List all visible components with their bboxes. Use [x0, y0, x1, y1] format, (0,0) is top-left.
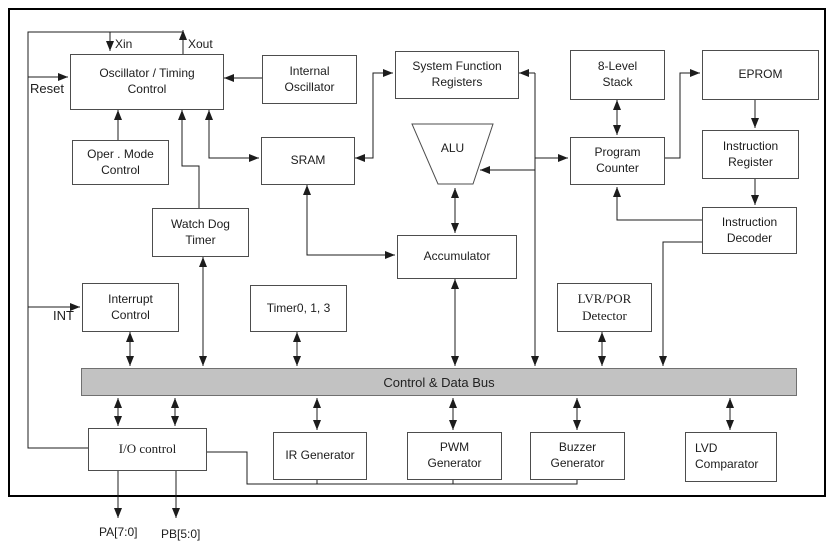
block-oscillator-timing-control: Oscillator / Timing Control — [70, 54, 224, 110]
wires — [27, 30, 759, 518]
block-pwm-generator: PWM Generator — [407, 432, 502, 480]
block-label: Program Counter — [594, 145, 641, 175]
block-eprom: EPROM — [702, 50, 819, 100]
block-lvd-comparator: LVD Comparator — [685, 432, 777, 482]
block-system-function-registers: System Function Registers — [395, 51, 519, 99]
diagram-border — [8, 8, 826, 497]
block-label: Internal Oscillator — [284, 63, 335, 94]
block-sram: SRAM — [261, 137, 355, 185]
wire-osc-sram — [205, 110, 259, 162]
pa-port-label: PA[7:0] — [99, 525, 138, 539]
block-instruction-decoder: Instruction Decoder — [702, 207, 797, 254]
block-label: System Function Registers — [412, 59, 502, 89]
block-lvr-por-detector: LVR/POR Detector — [557, 283, 652, 332]
wire-idec-pc — [613, 187, 702, 221]
block-alu: ALU — [412, 141, 493, 155]
int-pin-label: INT — [53, 308, 74, 323]
block-label: EPROM — [738, 67, 783, 82]
control-data-bus: Control & Data Bus — [81, 368, 797, 396]
block-label: LVR/POR Detector — [577, 290, 632, 323]
block-ir-generator: IR Generator — [273, 432, 367, 480]
block-instruction-register: Instruction Register — [702, 130, 799, 179]
block-timer: Timer0, 1, 3 — [250, 285, 347, 332]
block-label: Timer0, 1, 3 — [266, 300, 331, 315]
block-label: Interrupt Control — [108, 291, 153, 322]
xout-pin-label: Xout — [188, 37, 213, 51]
block-label: Watch Dog Timer — [171, 216, 230, 247]
bus-label: Control & Data Bus — [383, 374, 495, 390]
block-label: Buzzer Generator — [550, 440, 605, 470]
wire-sram-acc — [303, 185, 395, 259]
block-label: SRAM — [290, 153, 326, 168]
reset-pin-label: Reset — [30, 81, 64, 96]
wire-pc-eprom — [663, 69, 700, 159]
block-label: IR Generator — [285, 448, 355, 463]
wire-io-generators — [203, 451, 578, 485]
block-8-level-stack: 8-Level Stack — [570, 50, 665, 100]
block-program-counter: Program Counter — [570, 137, 665, 185]
block-accumulator: Accumulator — [397, 235, 517, 279]
block-buzzer-generator: Buzzer Generator — [530, 432, 625, 480]
block-label: PWM Generator — [427, 440, 482, 470]
block-label: Instruction Register — [722, 138, 779, 169]
block-label: Oper . Mode Control — [87, 146, 154, 177]
wire-left-rail — [27, 31, 183, 449]
block-label: ALU — [440, 141, 465, 155]
wire-sram-sfr — [355, 69, 393, 162]
pb-port-label: PB[5:0] — [161, 527, 201, 541]
block-watch-dog-timer: Watch Dog Timer — [152, 208, 249, 257]
alu-shape — [411, 123, 494, 185]
block-label: Oscillator / Timing Control — [99, 66, 195, 96]
xin-pin-label: Xin — [115, 37, 133, 51]
wire-wdt-osc — [178, 110, 200, 208]
block-io-control: I/O control — [88, 428, 207, 471]
block-oper-mode-control: Oper . Mode Control — [72, 140, 169, 185]
block-label: Instruction Decoder — [721, 214, 778, 245]
wire-idec-bus — [659, 241, 702, 366]
block-label: Accumulator — [423, 249, 491, 264]
block-label: LVD Comparator — [695, 441, 759, 471]
block-internal-oscillator: Internal Oscillator — [262, 55, 357, 104]
block-label: I/O control — [118, 441, 177, 457]
block-label: 8-Level Stack — [597, 59, 638, 89]
block-interrupt-control: Interrupt Control — [82, 283, 179, 332]
